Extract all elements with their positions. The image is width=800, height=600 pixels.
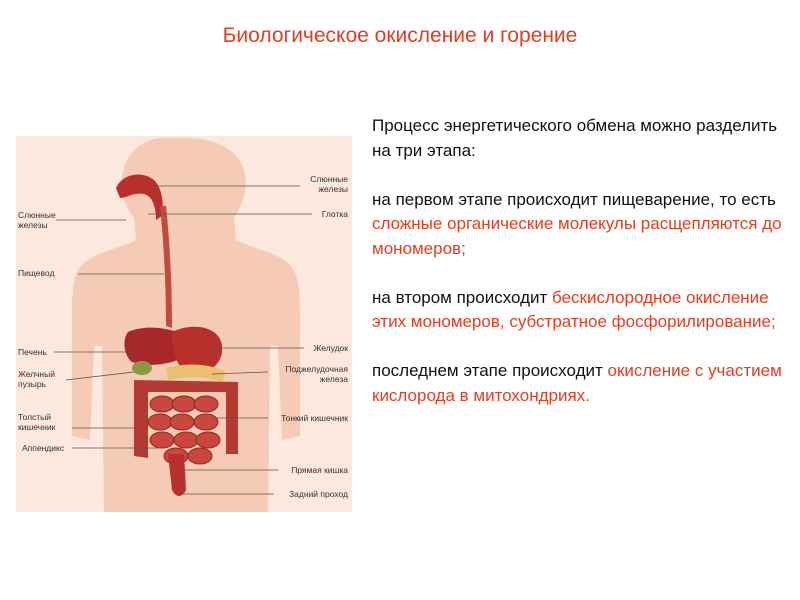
stage-2-prefix: на втором происходит bbox=[372, 287, 553, 307]
label-anus: Задний проход bbox=[289, 489, 348, 499]
slide-body-text: Процесс энергетического обмена можно раз… bbox=[372, 114, 782, 433]
paragraph-intro: Процесс энергетического обмена можно раз… bbox=[372, 116, 778, 160]
stage-3-highlight: окисление с участием кислорода в митохон… bbox=[372, 361, 782, 405]
label-pancreas: Поджелудочная железа bbox=[285, 364, 348, 384]
gallbladder bbox=[132, 361, 152, 375]
label-salivary-left: Слюнные железы bbox=[18, 210, 56, 230]
label-rectum: Прямая кишка bbox=[291, 465, 348, 475]
rectum bbox=[168, 454, 186, 496]
digestive-system-figure: Слюнные железы Пищевод Печень Желчный пу… bbox=[16, 136, 352, 512]
stage-1-prefix: на первом этапе происходит пищеварение, … bbox=[372, 189, 776, 209]
colon bbox=[134, 380, 238, 458]
paragraph-stage-2: на втором происходит бескислородное окис… bbox=[372, 286, 782, 335]
stage-3-prefix: последнем этапе происходит bbox=[372, 361, 608, 380]
slide-title: Биологическое окисление и горение bbox=[222, 24, 578, 47]
label-colon: Толстый кишечник bbox=[18, 412, 56, 432]
label-leader-lines bbox=[54, 185, 312, 495]
stage-1-highlight: сложные органические молекулы расщепляют… bbox=[372, 214, 782, 258]
digestive-system-illustration bbox=[54, 138, 312, 512]
label-pharynx: Глотка bbox=[321, 209, 348, 219]
label-small-intestine: Тонкий кишечник bbox=[281, 413, 348, 423]
label-salivary-right: Слюнные железы bbox=[310, 174, 348, 194]
stomach bbox=[172, 326, 223, 373]
pharynx bbox=[116, 174, 163, 220]
body-silhouette bbox=[72, 138, 300, 512]
label-liver: Печень bbox=[18, 347, 47, 357]
paragraph-stage-1: на первом этапе происходит пищеварение, … bbox=[372, 188, 782, 262]
pancreas bbox=[166, 364, 226, 382]
esophagus bbox=[160, 206, 172, 328]
stage-2-highlight: бескислородное окисление этих мономеров,… bbox=[372, 287, 776, 332]
label-esophagus: Пищевод bbox=[18, 268, 55, 278]
paragraph-stage-3: последнем этапе происходит окисление с у… bbox=[372, 359, 782, 408]
label-appendix: Аппендикс bbox=[22, 443, 65, 453]
label-gallbladder: Желчный пузырь bbox=[18, 369, 55, 389]
label-stomach: Желудок bbox=[313, 343, 348, 353]
